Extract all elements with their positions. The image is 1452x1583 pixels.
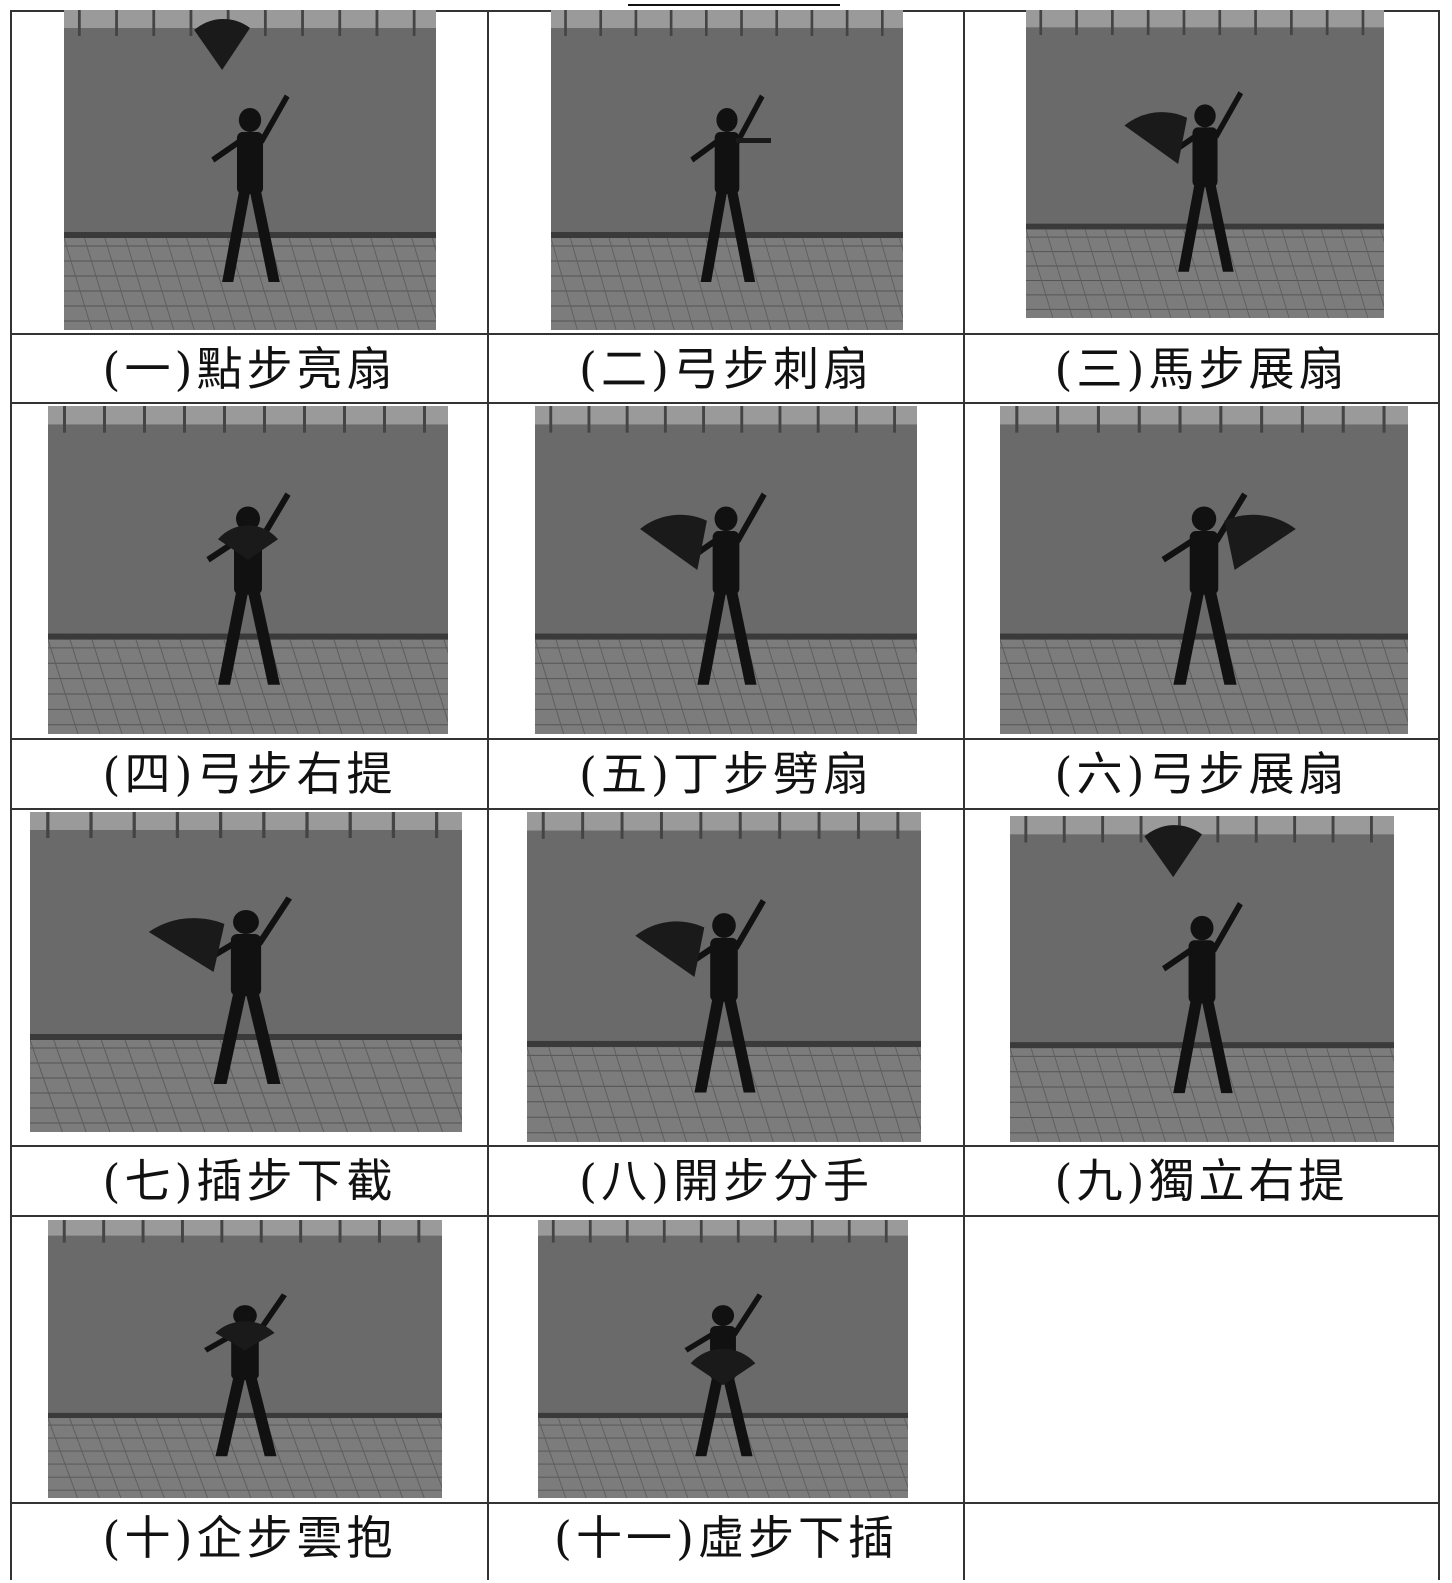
- pose-photo-9: [1010, 816, 1394, 1142]
- pose-photo-1: [64, 10, 436, 330]
- table-rule: [10, 808, 1440, 810]
- table-rule: [10, 1215, 1440, 1217]
- pose-photo-10: [48, 1220, 442, 1498]
- pose-caption: (十)企步雲抱: [102, 1511, 397, 1565]
- title-underline: [628, 4, 840, 6]
- pose-photo-8: [527, 812, 921, 1142]
- pose-photo-4: [48, 406, 448, 734]
- pose-caption: (一)點步亮扇: [102, 342, 397, 396]
- table-rule: [10, 1502, 1440, 1504]
- pose-caption: (九)獨立右提: [1054, 1154, 1349, 1208]
- pose-caption: (三)馬步展扇: [1054, 342, 1349, 396]
- pose-photo-5: [535, 406, 917, 734]
- pose-photo-6: [1000, 406, 1408, 734]
- pose-table: (一)點步亮扇 (二)弓步刺扇 (三)馬步展扇 (四)弓步右提 (五)丁步劈扇 …: [10, 10, 1440, 1580]
- pose-caption: (十一)虛步下插: [554, 1511, 898, 1565]
- table-rule: [487, 10, 489, 1580]
- pose-caption: (五)丁步劈扇: [579, 747, 873, 801]
- table-rule: [10, 1145, 1440, 1147]
- pose-caption: (四)弓步右提: [102, 747, 397, 801]
- pose-caption: (七)插步下截: [102, 1154, 397, 1208]
- pose-photo-3: [1026, 10, 1384, 318]
- table-rule: [963, 10, 965, 1580]
- pose-caption: (六)弓步展扇: [1054, 747, 1349, 801]
- pose-photo-2: [551, 10, 903, 330]
- pose-caption: (八)開步分手: [579, 1154, 873, 1208]
- pose-photo-7: [30, 812, 462, 1132]
- table-rule: [10, 738, 1440, 740]
- pose-photo-11: [538, 1220, 908, 1498]
- pose-caption: (二)弓步刺扇: [579, 342, 873, 396]
- table-rule: [10, 10, 12, 1580]
- table-rule: [10, 402, 1440, 404]
- table-rule: [10, 333, 1440, 335]
- table-rule: [1438, 10, 1440, 1580]
